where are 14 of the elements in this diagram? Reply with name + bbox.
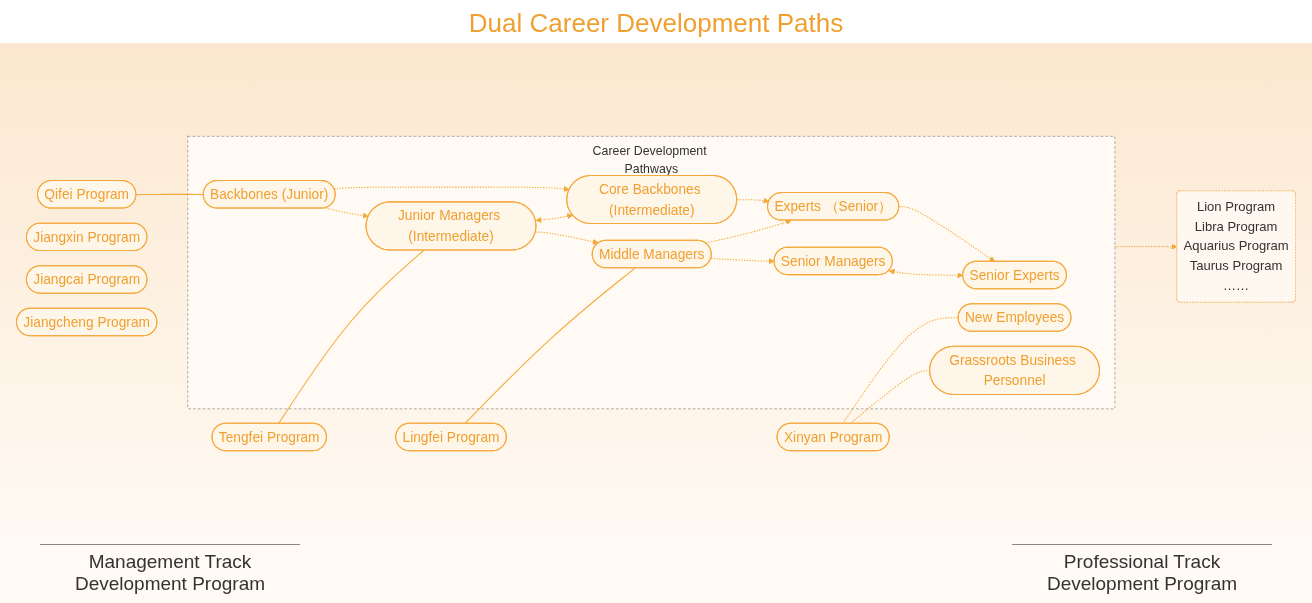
track-label: Professional Track Development Program (1012, 544, 1272, 595)
connector (278, 249, 425, 425)
connector (464, 267, 636, 425)
connector (842, 317, 959, 425)
arrow (1114, 243, 1178, 250)
arrow (705, 219, 792, 244)
arrow (535, 213, 574, 223)
arrow (898, 206, 996, 262)
arrow (736, 197, 770, 204)
track-label: Management Track Development Program (40, 544, 300, 595)
arrow (333, 185, 570, 192)
arrow (535, 231, 599, 245)
arrow (710, 257, 775, 265)
diagram-title: Dual Career Development Paths (0, 0, 1312, 43)
